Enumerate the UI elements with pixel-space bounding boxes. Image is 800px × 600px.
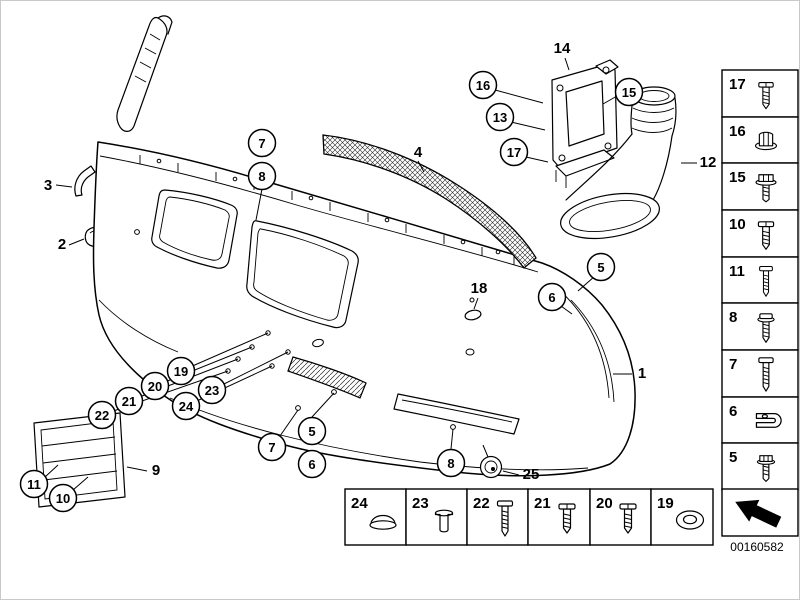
- screw-dots: [134, 158, 501, 303]
- svg-text:8: 8: [447, 456, 454, 471]
- legend-cell-24: 24: [344, 488, 407, 546]
- svg-text:21: 21: [534, 495, 551, 512]
- svg-text:21: 21: [122, 394, 136, 409]
- svg-text:6: 6: [729, 403, 737, 420]
- callout-5-right: 5: [586, 252, 616, 282]
- svg-text:16: 16: [729, 123, 746, 140]
- legend-footer: [721, 488, 799, 537]
- callout-20: 20: [140, 371, 170, 401]
- svg-text:24: 24: [351, 495, 368, 512]
- legend-cell-10: 10: [721, 209, 799, 258]
- legend-cell-17: 17: [721, 69, 799, 118]
- svg-text:5: 5: [729, 449, 737, 466]
- callout-11: 11: [19, 469, 49, 499]
- label-3: 3: [44, 177, 52, 194]
- fastener-legend-bottom: 24 23 22 21 20 19: [344, 488, 714, 546]
- fastener-legend-right: 17 16 15 10 11 8 7: [721, 69, 799, 537]
- svg-text:10: 10: [56, 491, 70, 506]
- svg-text:16: 16: [476, 78, 490, 93]
- callout-23: 23: [197, 375, 227, 405]
- svg-text:17: 17: [729, 76, 746, 93]
- svg-text:19: 19: [657, 495, 674, 512]
- front-bumper-drawing: [92, 141, 636, 477]
- svg-text:7: 7: [729, 356, 737, 373]
- callouts: 7 8 16 13 17 15 5 6 19 23 20 24 21 22 11…: [19, 70, 644, 513]
- svg-text:23: 23: [412, 495, 429, 512]
- legend-cell-15: 15: [721, 162, 799, 211]
- svg-text:15: 15: [622, 85, 636, 100]
- part-number-labels: 3 2 4 14 12 18 1 9 25: [44, 40, 717, 483]
- mesh-grille: [322, 134, 537, 269]
- callout-13: 13: [485, 102, 515, 132]
- image-number: 00160582: [730, 540, 784, 554]
- callout-10: 10: [48, 483, 78, 513]
- label-25: 25: [523, 466, 540, 483]
- svg-text:15: 15: [729, 169, 746, 186]
- svg-text:7: 7: [268, 440, 275, 455]
- svg-text:20: 20: [148, 379, 162, 394]
- callout-16: 16: [468, 70, 498, 100]
- mounting-bracket: [551, 59, 619, 188]
- svg-text:17: 17: [507, 145, 521, 160]
- callout-5-bottom: 5: [297, 416, 327, 446]
- callout-6-bottom: 6: [297, 449, 327, 479]
- label-12: 12: [700, 154, 717, 171]
- callout-19: 19: [166, 356, 196, 386]
- svg-text:8: 8: [729, 309, 737, 326]
- legend-cell-5: 5: [721, 442, 799, 491]
- legend-cell-8: 8: [721, 302, 799, 351]
- callout-6-right: 6: [537, 282, 567, 312]
- legend-cell-23: 23: [405, 488, 468, 546]
- legend-cell-19: 19: [650, 488, 714, 546]
- svg-text:11: 11: [27, 477, 41, 492]
- callout-17: 17: [499, 137, 529, 167]
- small-bracket-part: [74, 165, 96, 197]
- license-plate-base: [33, 412, 126, 508]
- side-trim-strip: [116, 15, 173, 132]
- exploded-drawing: [33, 15, 677, 508]
- svg-text:19: 19: [174, 364, 188, 379]
- callout-15: 15: [614, 77, 644, 107]
- legend-cell-20: 20: [589, 488, 652, 546]
- callout-24: 24: [171, 391, 201, 421]
- legend-cell-21: 21: [527, 488, 591, 546]
- continuation-arrow-icon: [735, 499, 782, 528]
- svg-text:13: 13: [493, 110, 507, 125]
- svg-text:7: 7: [258, 136, 265, 151]
- callout-7-bottom: 7: [257, 432, 287, 462]
- svg-text:20: 20: [596, 495, 613, 512]
- svg-text:6: 6: [548, 290, 555, 305]
- svg-text:11: 11: [729, 263, 745, 280]
- label-14: 14: [554, 40, 571, 57]
- label-4: 4: [414, 144, 423, 161]
- label-2: 2: [58, 236, 66, 253]
- brake-air-duct: [560, 86, 677, 240]
- tow-eye-cover: [479, 455, 503, 479]
- label-18: 18: [471, 280, 488, 297]
- label-1: 1: [638, 365, 646, 382]
- callout-8-top: 8: [247, 161, 277, 191]
- callout-21: 21: [114, 386, 144, 416]
- label-9: 9: [152, 462, 160, 479]
- svg-text:22: 22: [95, 408, 109, 423]
- gasket-oval-part: [464, 309, 482, 321]
- callout-22: 22: [87, 400, 117, 430]
- legend-cell-6: 6: [721, 396, 799, 444]
- svg-text:8: 8: [258, 169, 265, 184]
- svg-text:10: 10: [729, 216, 746, 233]
- svg-text:5: 5: [308, 424, 315, 439]
- svg-text:23: 23: [205, 383, 219, 398]
- svg-text:22: 22: [473, 495, 490, 512]
- legend-cell-16: 16: [721, 116, 799, 164]
- callout-8-bottom: 8: [436, 448, 466, 478]
- grommet-icon: [675, 510, 705, 530]
- legend-cell-7: 7: [721, 349, 799, 398]
- svg-text:5: 5: [597, 260, 604, 275]
- svg-text:24: 24: [179, 399, 194, 414]
- legend-cell-22: 22: [466, 488, 529, 546]
- callout-7-top: 7: [247, 128, 277, 158]
- svg-text:6: 6: [308, 457, 315, 472]
- legend-cell-11: 11: [721, 256, 799, 304]
